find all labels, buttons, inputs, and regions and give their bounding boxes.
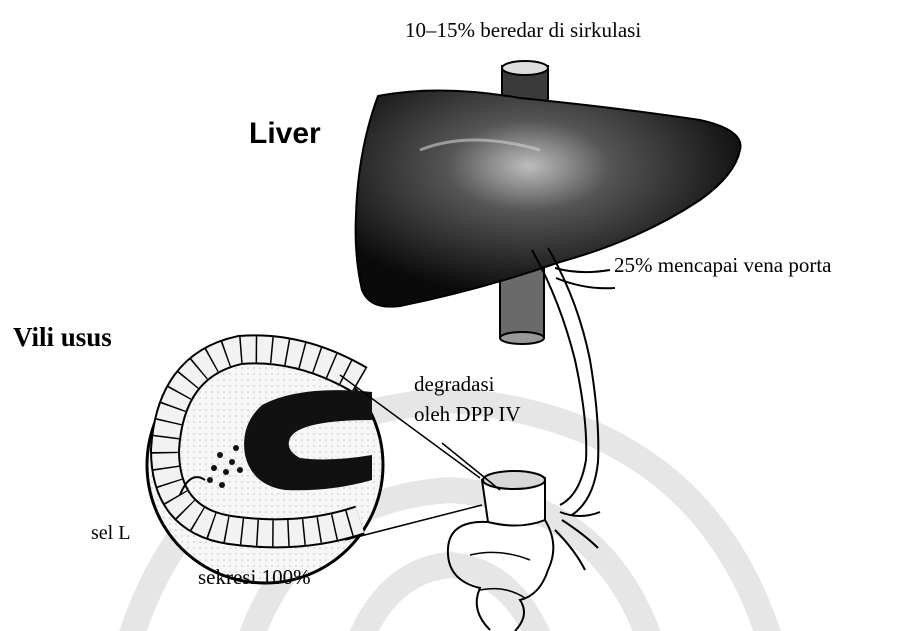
label-secretion: sekresi 100% (198, 565, 311, 590)
label-cell-l: sel L (91, 522, 130, 545)
label-portal-vein: 25% mencapai vena porta (614, 253, 832, 278)
label-degradation-line2: oleh DPP IV (414, 402, 521, 427)
label-degradation-line1: degradasi (414, 372, 494, 397)
villus-magnified-icon (147, 347, 383, 583)
label-liver: Liver (249, 117, 321, 151)
label-top-circulation: 10–15% beredar di sirkulasi (405, 18, 641, 43)
label-vili-usus: Vili usus (13, 322, 112, 353)
